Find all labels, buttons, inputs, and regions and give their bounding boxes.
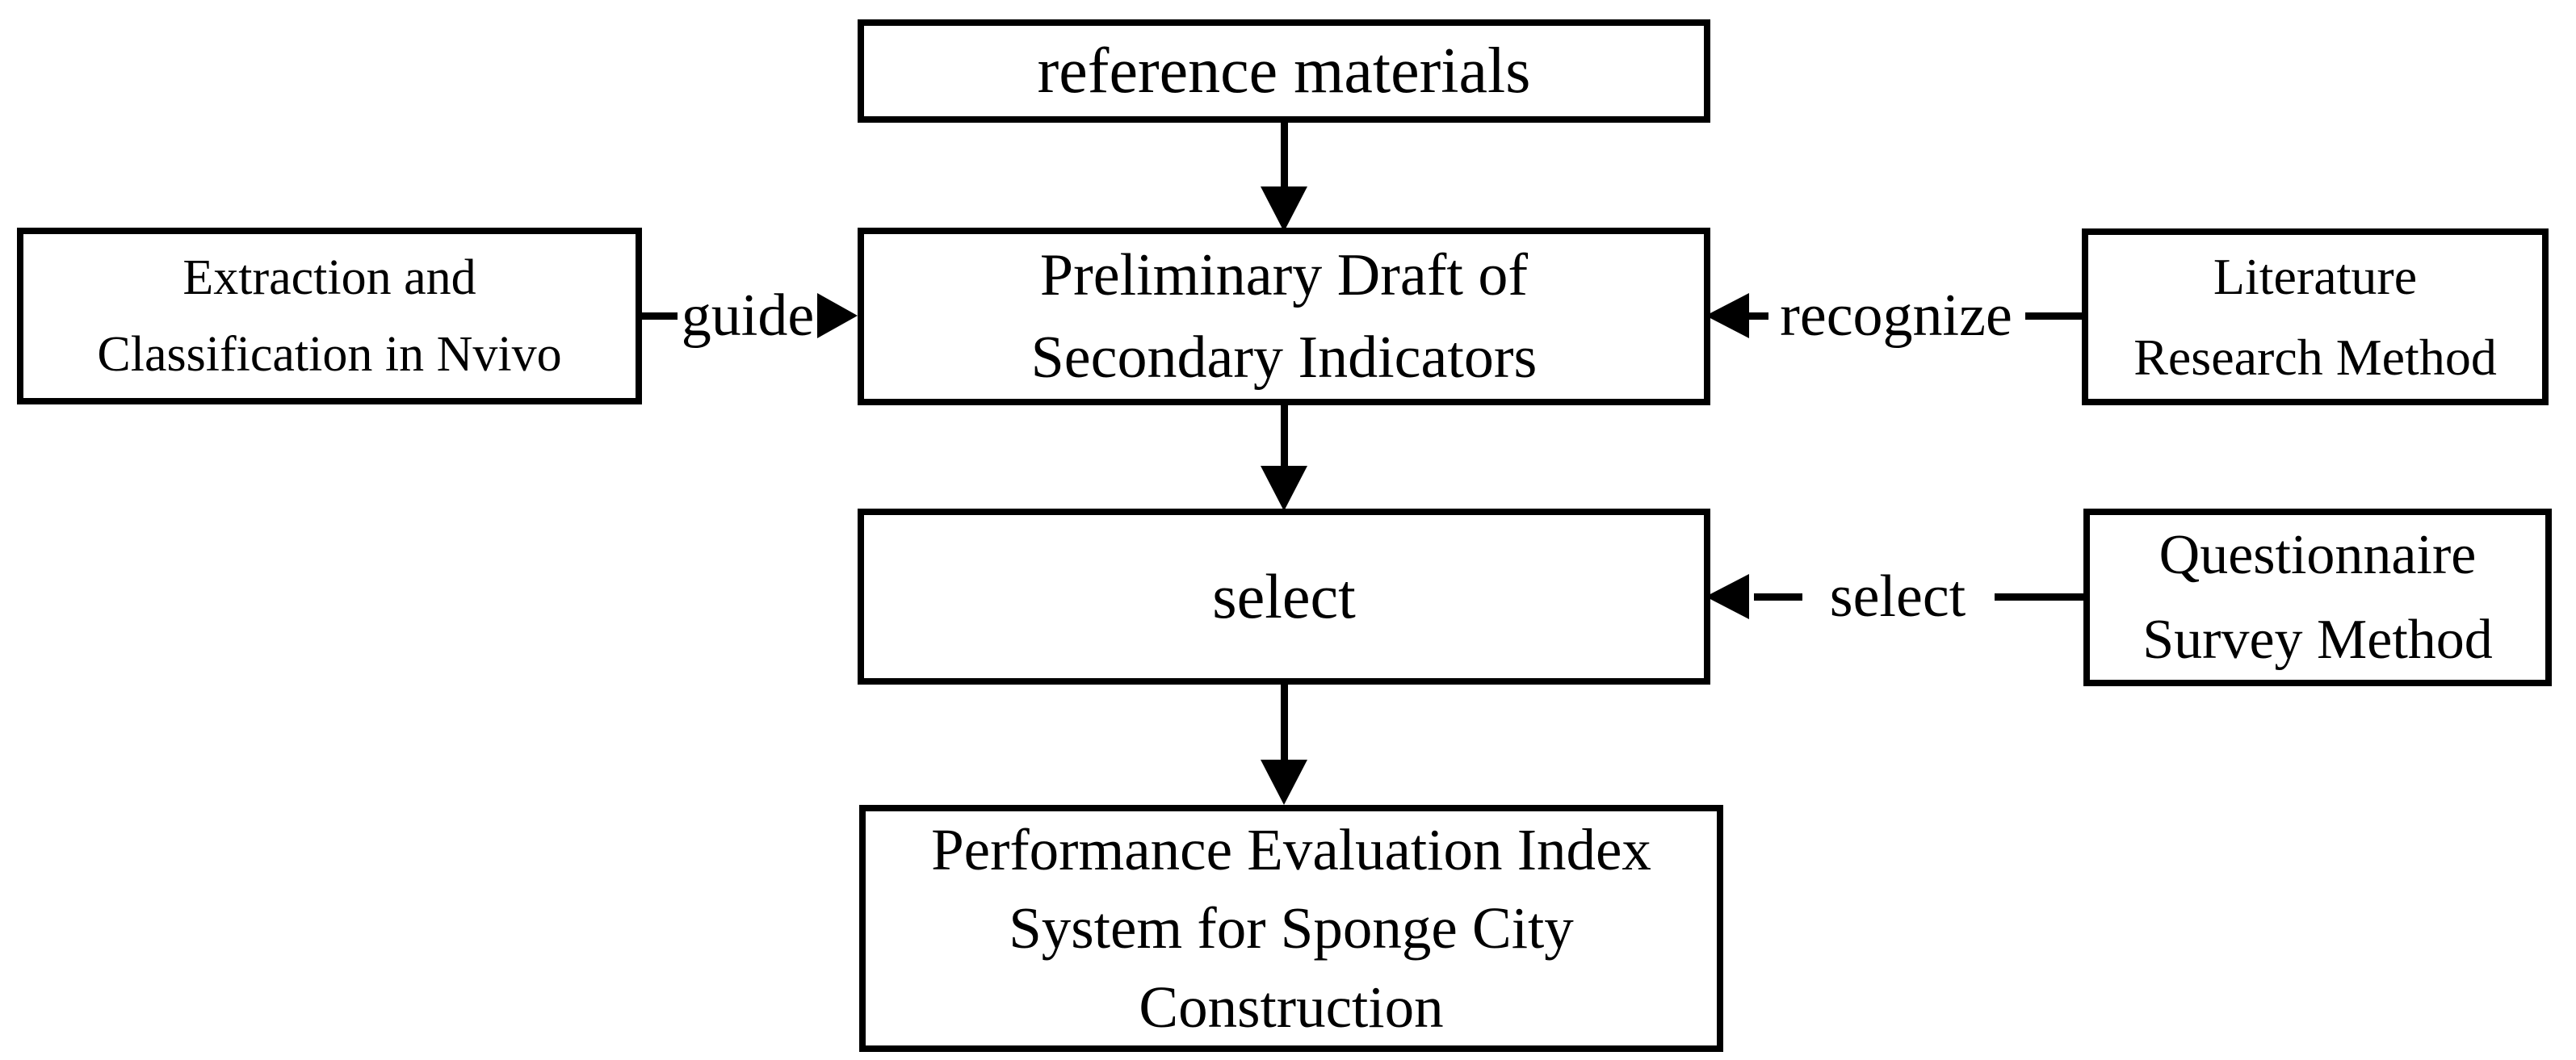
node-literature-research-method: Literature Research Method: [2082, 228, 2549, 405]
node-questionnaire-line2: Survey Method: [2142, 609, 2493, 671]
node-literature-line2: Research Method: [2133, 328, 2497, 386]
arrow-left-icon: [1705, 293, 1749, 338]
arrow-left-icon: [1705, 574, 1749, 619]
node-performance-line1: Performance Evaluation Index: [931, 817, 1651, 883]
node-extraction-classification-nvivo: Extraction and Classification in Nvivo: [17, 228, 642, 404]
node-select-label: select: [1212, 561, 1356, 631]
edge-label-select: select: [1829, 564, 1966, 630]
node-extraction-line2: Classification in Nvivo: [97, 326, 562, 382]
edge-select-line: [1754, 593, 1802, 601]
node-performance-evaluation-index-system: Performance Evaluation Index System for …: [859, 805, 1723, 1052]
edge-label-guide: guide: [681, 283, 815, 349]
arrow-preliminary-to-select-line: [1281, 405, 1288, 467]
node-questionnaire-line1: Questionnaire: [2159, 524, 2477, 586]
edge-label-recognize: recognize: [1780, 283, 2012, 349]
node-extraction-line1: Extraction and: [183, 250, 476, 306]
edge-recognize-line: [2025, 312, 2083, 320]
arrow-select-to-performance-line: [1281, 685, 1288, 760]
node-reference-materials-label: reference materials: [1037, 35, 1531, 107]
node-reference-materials: reference materials: [858, 19, 1710, 123]
edge-select-line: [1995, 593, 2085, 601]
node-performance-line2: System for Sponge City: [1009, 895, 1574, 962]
arrow-down-icon: [1261, 186, 1307, 232]
arrow-down-icon: [1261, 760, 1307, 805]
node-performance-line3: Construction: [1139, 974, 1444, 1040]
node-preliminary-draft-line2: Secondary Indicators: [1030, 325, 1538, 391]
arrow-right-icon: [817, 293, 858, 338]
node-select: select: [858, 509, 1710, 685]
node-questionnaire-survey-method: Questionnaire Survey Method: [2083, 509, 2552, 686]
node-preliminary-draft-line1: Preliminary Draft of: [1039, 241, 1529, 308]
node-preliminary-draft: Preliminary Draft of Secondary Indicator…: [858, 228, 1710, 405]
edge-recognize-line: [1749, 312, 1768, 320]
node-literature-line1: Literature: [2213, 248, 2418, 306]
arrow-down-icon: [1261, 466, 1307, 511]
edge-guide-line: [642, 312, 678, 320]
arrow-reference-to-preliminary-line: [1281, 123, 1288, 187]
